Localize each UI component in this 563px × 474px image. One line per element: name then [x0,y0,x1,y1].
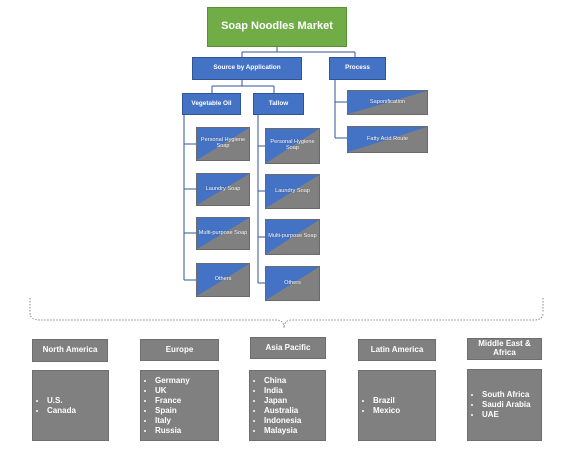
country-item: Italy [155,416,218,426]
country-item: U.S. [47,396,108,406]
veg-laundry-soap: Laundry Soap [196,173,250,206]
country-item: Mexico [373,406,435,416]
europe-countries: Germany UK France Spain Italy Russia [140,370,219,441]
region-latin-america: Latin America [358,339,436,361]
country-item: UAE [482,410,532,420]
middle-east-africa-countries: South Africa Saudi Arabia UAE [467,369,542,441]
country-item: Spain [155,406,218,416]
region-asia-pacific: Asia Pacific [250,337,326,359]
tallow-multi-purpose-soap: Multi-purpose Soap [265,219,320,255]
country-item: Russia [155,426,218,436]
veg-others: Others [196,263,250,297]
country-item: France [155,396,218,406]
country-item: South Africa [482,390,532,400]
region-europe: Europe [140,339,219,361]
north-america-countries: U.S. Canada [32,370,109,441]
region-north-america: North America [32,339,108,362]
country-item: Canada [47,406,108,416]
veg-multi-purpose-soap: Multi-purpose Soap [196,217,250,250]
country-item: UK [155,386,218,396]
country-item: Brazil [373,396,435,406]
tallow-laundry-soap: Laundry Soap [265,174,320,209]
country-item: China [264,376,325,386]
root-node: Soap Noodles Market [207,7,347,47]
fatty-acid-route-node: Fatty Acid Route [347,126,428,153]
vegetable-oil-node: Vegetable Oil [182,93,241,115]
asia-pacific-countries: China India Japan Australia Indonesia Ma… [249,370,326,441]
country-item: Malaysia [264,426,325,436]
process-node: Process [329,57,386,80]
source-by-application-node: Source by Application [192,57,302,80]
country-item: Australia [264,406,325,416]
country-item: Indonesia [264,416,325,426]
latin-america-countries: Brazil Mexico [358,370,436,441]
tallow-personal-hygiene-soap: Personal Hygiene Soap [265,128,320,164]
tallow-others: Others [265,266,320,301]
saponification-node: Saponification [347,90,428,115]
country-item: Japan [264,396,325,406]
region-middle-east-africa: Middle East & Africa [467,338,542,360]
country-item: Germany [155,376,218,386]
country-item: India [264,386,325,396]
tallow-node: Tallow [253,93,304,115]
veg-personal-hygiene-soap: Personal Hygiene Soap [196,127,250,161]
country-item: Saudi Arabia [482,400,532,410]
